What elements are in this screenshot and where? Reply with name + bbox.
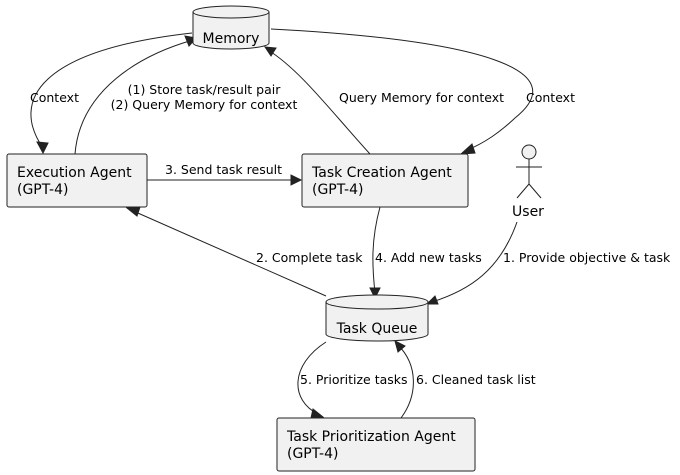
label-execution-to-memory-2: (2) Query Memory for context: [111, 97, 298, 112]
user-label: User: [512, 204, 544, 220]
edge-queue-to-execution: [130, 209, 327, 297]
edge-queue-to-prioritization: [297, 341, 327, 415]
label-creation-to-memory: Query Memory for context: [339, 90, 504, 105]
task-queue-node: Task Queue: [325, 294, 429, 342]
arrowhead-memory-to-execution: [36, 141, 49, 155]
edge-user-to-queue: [431, 221, 518, 303]
label-memory-to-execution: Context: [30, 90, 79, 105]
label-creation-to-queue: 4. Add new tasks: [375, 250, 482, 265]
edge-memory-to-creation: [270, 28, 534, 152]
arrowhead-queue-to-execution: [125, 206, 141, 217]
arrowhead-user-to-queue: [425, 295, 439, 305]
label-queue-to-execution: 2. Complete task: [256, 250, 363, 265]
arrowhead-memory-to-creation: [459, 143, 476, 155]
label-execution-to-creation: 3. Send task result: [165, 162, 282, 177]
task-prioritization-agent-node: Task Prioritization Agent (GPT-4): [276, 417, 476, 472]
arrowhead-execution-to-creation: [290, 174, 303, 186]
arrowhead-queue-to-prioritization: [310, 408, 325, 419]
label-memory-to-creation: Context: [526, 90, 575, 105]
task-prioritization-agent-model: (GPT-4): [287, 446, 338, 462]
memory-label: Memory: [203, 31, 260, 47]
user-head-icon: [521, 144, 537, 160]
edge-creation-to-queue: [372, 206, 381, 294]
memory-node: Memory: [192, 5, 270, 50]
execution-agent-node: Execution Agent (GPT-4): [6, 153, 148, 208]
edge-memory-to-execution: [30, 32, 193, 149]
arrowhead-creation-to-memory: [264, 46, 277, 57]
label-queue-to-prioritization: 5. Prioritize tasks: [300, 372, 408, 387]
task-queue-label: Task Queue: [336, 321, 418, 337]
label-prioritization-to-queue: 6. Cleaned task list: [416, 372, 536, 387]
label-execution-to-memory-1: (1) Store task/result pair: [128, 82, 282, 97]
user-actor: User: [512, 144, 544, 220]
task-prioritization-agent-title: Task Prioritization Agent: [286, 429, 456, 445]
arrowhead-creation-to-queue: [369, 287, 381, 300]
arrowhead-prioritization-to-queue: [394, 340, 406, 353]
task-creation-agent-model: (GPT-4): [312, 182, 363, 198]
label-user-to-queue: 1. Provide objective & task: [503, 250, 671, 265]
task-creation-agent-title: Task Creation Agent: [311, 165, 452, 181]
task-creation-agent-node: Task Creation Agent (GPT-4): [301, 153, 469, 208]
execution-agent-title: Execution Agent: [17, 165, 132, 181]
edge-prioritization-to-queue: [397, 344, 414, 419]
edge-creation-to-memory: [267, 49, 371, 155]
edge-execution-to-memory: [74, 39, 194, 155]
execution-agent-model: (GPT-4): [17, 182, 68, 198]
